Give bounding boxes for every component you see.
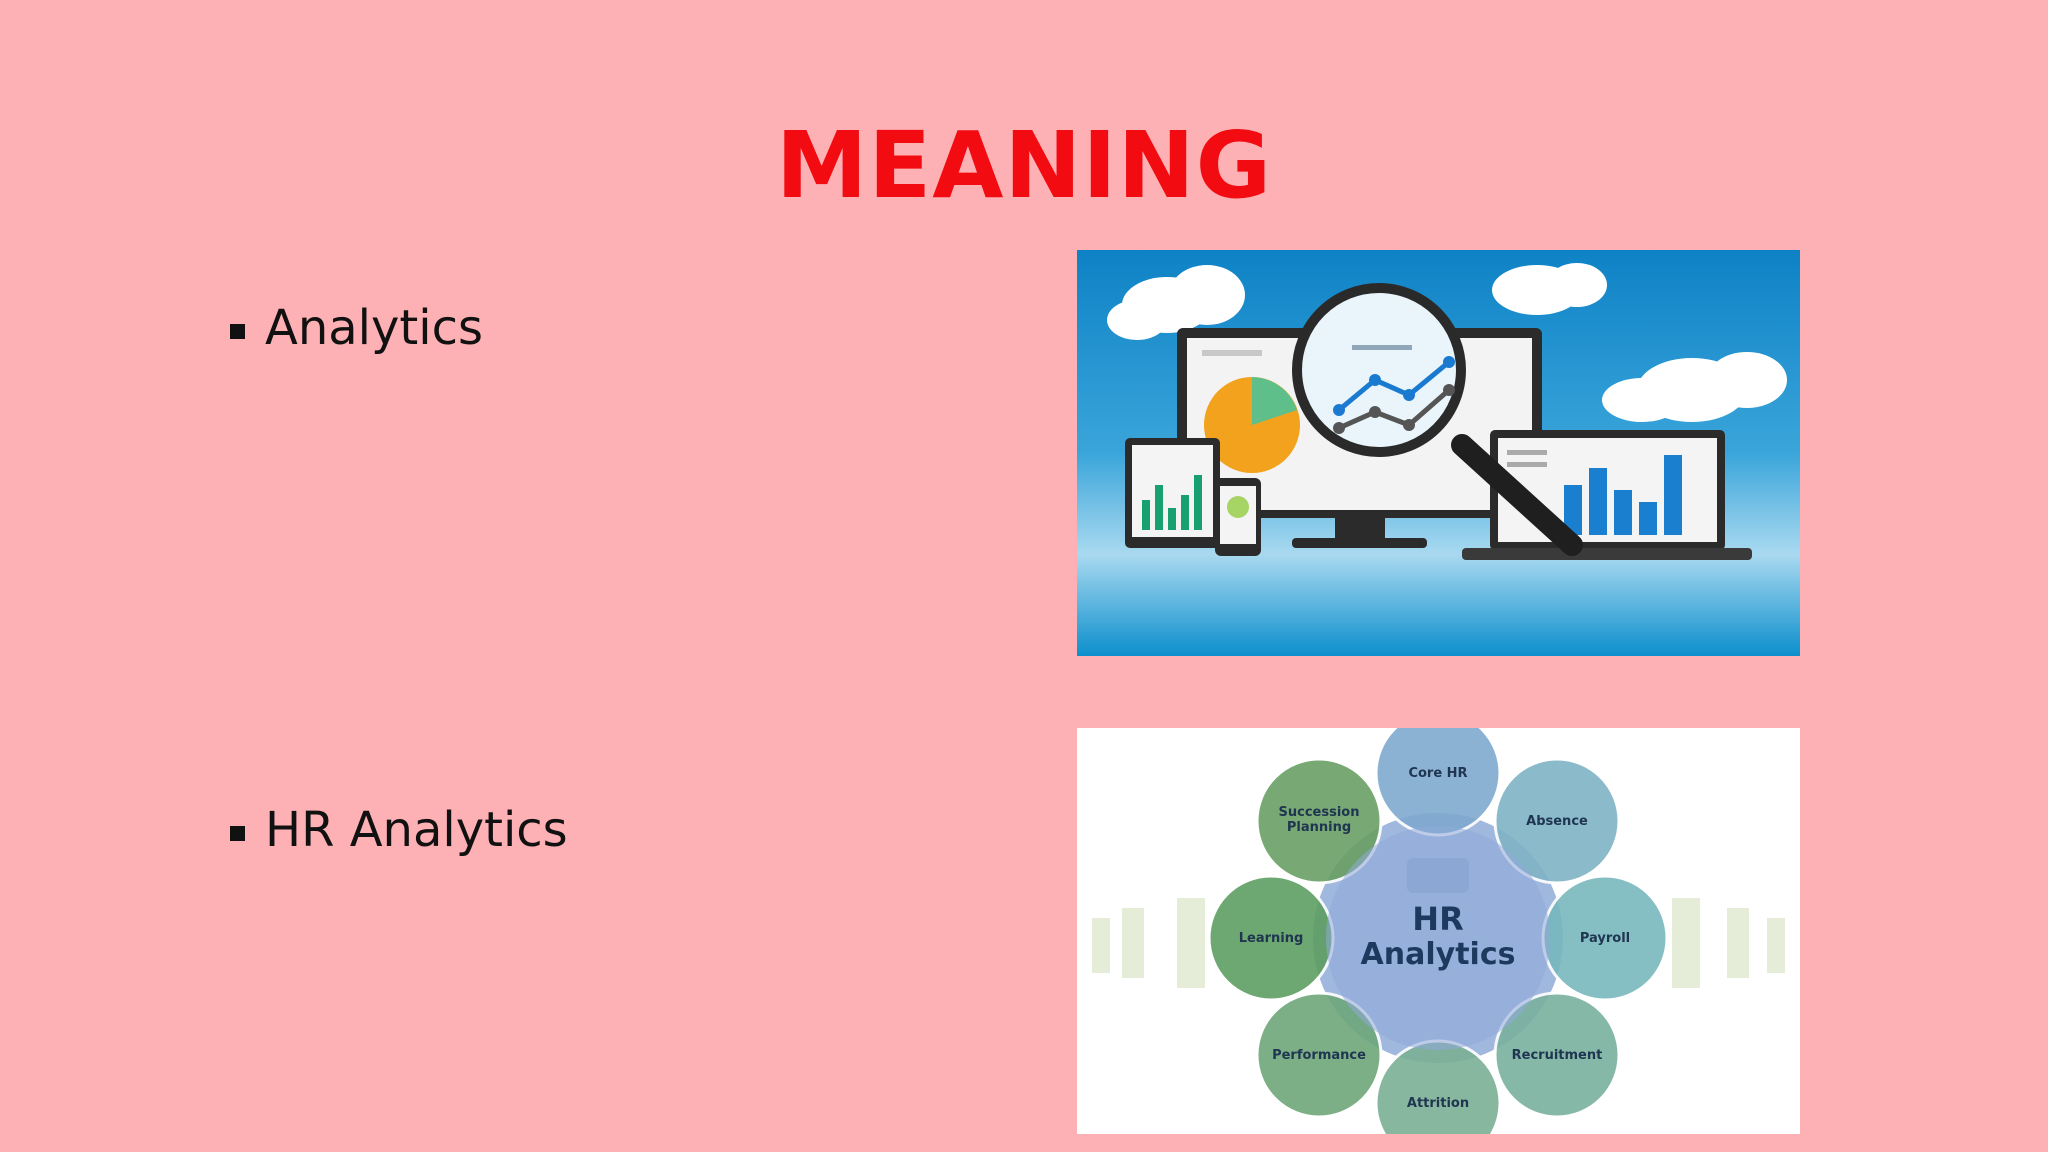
node-label: Payroll — [1580, 931, 1630, 946]
center-label: HR — [1412, 900, 1463, 938]
bullet-analytics: Analytics — [230, 300, 483, 356]
cloud-icon — [1492, 263, 1607, 315]
node-circle — [1374, 728, 1502, 837]
node-label: Succession — [1279, 805, 1360, 820]
node-label: Core HR — [1408, 766, 1467, 781]
decorative-bars — [1092, 898, 1785, 988]
node-label: Attrition — [1407, 1096, 1469, 1111]
slide-title: MEANING — [775, 112, 1273, 219]
analytics-illustration — [1077, 250, 1800, 656]
bullet-text: Analytics — [265, 300, 483, 356]
node-label: Learning — [1239, 931, 1304, 946]
cloud-icon — [1602, 352, 1787, 422]
node-label: Planning — [1287, 820, 1351, 835]
phone-icon — [1215, 478, 1261, 556]
magnifier-icon — [1292, 283, 1583, 556]
cloud-icon — [1107, 265, 1245, 340]
node-circle — [1255, 991, 1383, 1119]
node-circle — [1493, 757, 1621, 885]
bullet-hr-analytics: HR Analytics — [230, 802, 568, 858]
tablet-icon — [1125, 438, 1220, 548]
node-label: Absence — [1526, 814, 1588, 829]
center-label: Analytics — [1361, 937, 1516, 972]
hr-analytics-diagram: Core HR Absence Payroll Recruitment Attr… — [1077, 728, 1800, 1134]
bullet-text: HR Analytics — [265, 802, 568, 858]
node-circle — [1255, 757, 1383, 885]
node-label: Performance — [1272, 1048, 1366, 1063]
bullet-square-icon — [230, 323, 245, 339]
node-circle — [1493, 991, 1621, 1119]
node-label: Recruitment — [1512, 1048, 1603, 1063]
bullet-square-icon — [230, 825, 245, 841]
